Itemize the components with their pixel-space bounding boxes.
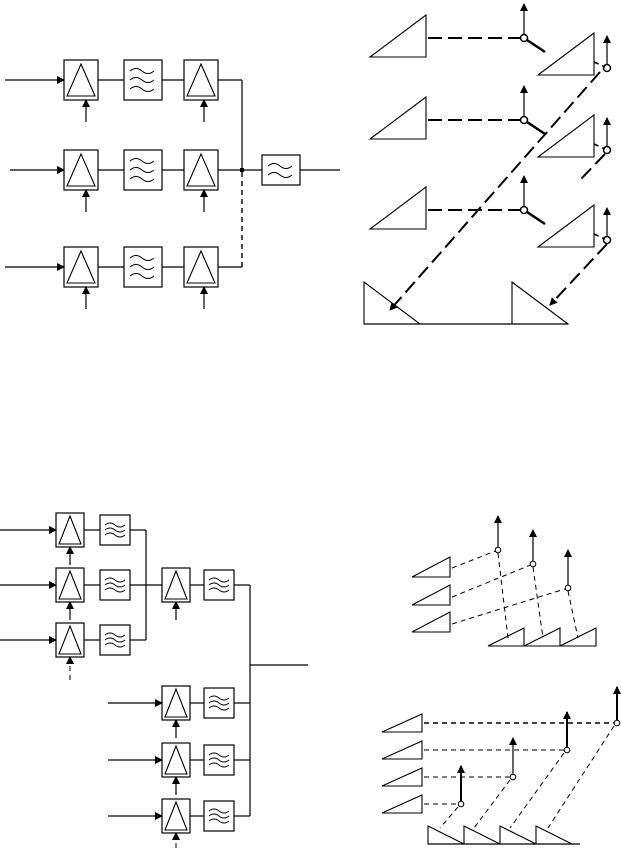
stage2-channel-3 (108, 798, 250, 848)
stage1-channel-2 (0, 567, 162, 620)
mapping-row-2 (369, 85, 612, 158)
mapping-row-3 (369, 175, 612, 248)
top-left-block-diagram (5, 59, 340, 309)
diagonal-mapping-arrow (389, 71, 601, 311)
stage2-channel-1 (108, 685, 250, 738)
channel-row-3 (5, 172, 243, 309)
output-amplifier (183, 59, 219, 101)
stage1-channel-3 (0, 622, 146, 680)
channel-row-1 (5, 59, 243, 170)
top-right-mapping-diagram (363, 3, 612, 325)
input-amplifier (63, 59, 99, 101)
diagonal-mapping-arrow (579, 153, 606, 181)
combiner-stage (161, 567, 250, 620)
output-amplifier (183, 246, 219, 288)
bottom-right-mapping-group-1 (411, 515, 597, 647)
diagonal-mapping-arrow (549, 243, 608, 306)
multi-band-filter (123, 149, 163, 191)
input-amplifier (63, 246, 99, 288)
bottom-right-mapping-group-2 (381, 686, 621, 845)
multi-band-filter (123, 246, 163, 288)
output-wedges (363, 281, 569, 325)
stage2-channel-2 (108, 742, 250, 795)
mapping-row-1 (369, 3, 612, 76)
output-amplifier (183, 149, 219, 191)
channel-row-2 (10, 149, 262, 212)
junction-node (240, 168, 244, 172)
input-amplifier (63, 149, 99, 191)
bottom-left-block-diagram (0, 512, 308, 848)
output-filter (261, 154, 340, 186)
multi-band-filter (123, 59, 163, 101)
